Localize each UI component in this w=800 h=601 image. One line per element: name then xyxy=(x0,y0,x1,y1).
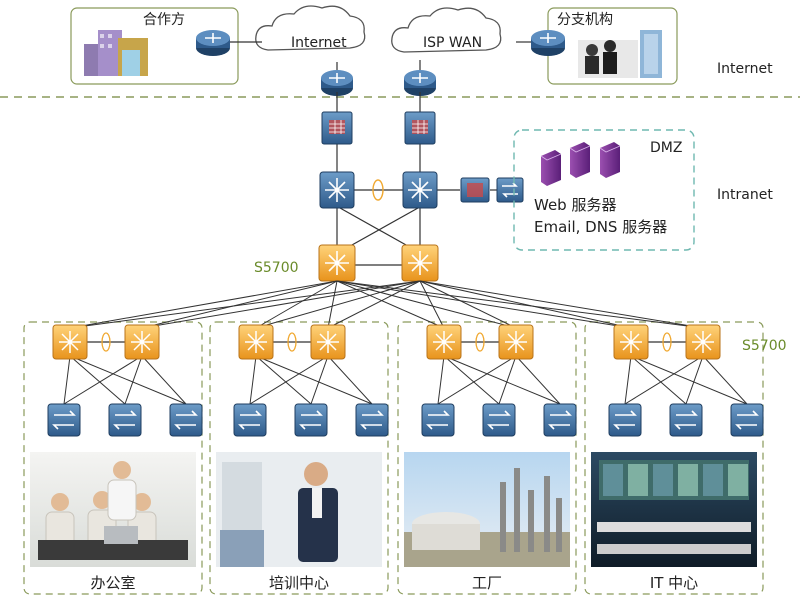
access-switch-icon xyxy=(108,403,142,437)
s5700-aggregation-switch-icon xyxy=(238,324,274,360)
site-box xyxy=(584,321,764,595)
s5700-aggregation-switch-icon xyxy=(426,324,462,360)
access-switch-icon xyxy=(730,403,764,437)
access-switch-icon xyxy=(294,403,328,437)
dmz-switch-icon xyxy=(496,177,524,203)
web-server-label: Web 服务器 xyxy=(534,196,616,214)
site-box xyxy=(23,321,203,595)
server-icon xyxy=(569,142,591,178)
link-aggregation-icon xyxy=(475,332,485,352)
dmz-firewall-icon xyxy=(460,177,490,203)
access-switch-icon xyxy=(421,403,455,437)
access-switch-icon xyxy=(355,403,389,437)
s5700-aggregation-switch-icon xyxy=(124,324,160,360)
core-switch-icon xyxy=(402,171,438,209)
dmz-box xyxy=(513,129,695,251)
core-model-label: S5700 xyxy=(254,260,299,276)
s5700-aggregation-switch-icon xyxy=(613,324,649,360)
internet-cloud-icon xyxy=(255,5,366,51)
link-aggregation-icon xyxy=(287,332,297,352)
internet-edge-router-icon xyxy=(321,70,353,96)
s5700-aggregation-switch-icon xyxy=(52,324,88,360)
server-icon xyxy=(599,142,621,178)
office-photo xyxy=(30,452,196,567)
access-switch-icon xyxy=(169,403,203,437)
dmz-label: DMZ xyxy=(650,140,682,156)
training-center-photo xyxy=(216,452,382,567)
partner-router-icon xyxy=(196,30,230,56)
wan-edge-router-icon xyxy=(404,70,436,96)
site-label: 办公室 xyxy=(90,574,135,592)
access-model-label: S5700 xyxy=(742,338,787,354)
site-box xyxy=(397,321,577,595)
link-aggregation-icon xyxy=(372,179,384,201)
access-switch-icon xyxy=(233,403,267,437)
it-center-photo xyxy=(591,452,757,567)
email-dns-server-label: Email, DNS 服务器 xyxy=(534,218,667,236)
zone-internet-label: Internet xyxy=(717,61,773,77)
branch-router-icon xyxy=(531,30,565,56)
zone-intranet-label: Intranet xyxy=(717,187,773,203)
s5700-aggregation-switch-icon xyxy=(310,324,346,360)
server-icon xyxy=(540,150,562,186)
link-aggregation-icon xyxy=(101,332,111,352)
site-group: 办公室 xyxy=(23,280,421,595)
s5700-aggregation-switch-icon xyxy=(498,324,534,360)
isp-wan-cloud-label: ISP WAN xyxy=(423,35,482,51)
partner-label: 合作方 xyxy=(143,12,185,28)
branch-label: 分支机构 xyxy=(557,12,613,28)
site-group: IT 中心 xyxy=(336,280,764,595)
site-label: 工厂 xyxy=(472,574,502,592)
site-box xyxy=(209,321,389,595)
access-switch-icon xyxy=(608,403,642,437)
internet-cloud-label: Internet xyxy=(291,35,347,51)
partner-box xyxy=(70,7,239,85)
site-group: 工厂 xyxy=(336,280,577,595)
firewall-icon xyxy=(404,111,436,145)
site-group: 培训中心 xyxy=(209,280,421,595)
core-switch-icon xyxy=(319,171,355,209)
isp-wan-cloud-icon xyxy=(391,7,502,53)
s5700-core-switch-icon xyxy=(401,244,439,282)
s5700-core-switch-icon xyxy=(318,244,356,282)
s5700-aggregation-switch-icon xyxy=(685,324,721,360)
sites-layer: 办公室 培训中心 工厂 IT 中心 S5700 xyxy=(23,280,787,595)
factory-photo xyxy=(404,452,570,567)
branch-office-image xyxy=(578,30,662,78)
access-switch-icon xyxy=(482,403,516,437)
partner-building-image xyxy=(84,30,148,76)
access-switch-icon xyxy=(47,403,81,437)
access-switch-icon xyxy=(669,403,703,437)
access-switch-icon xyxy=(543,403,577,437)
link-aggregation-icon xyxy=(662,332,672,352)
site-label: IT 中心 xyxy=(650,574,698,592)
firewall-icon xyxy=(321,111,353,145)
site-label: 培训中心 xyxy=(269,574,329,592)
